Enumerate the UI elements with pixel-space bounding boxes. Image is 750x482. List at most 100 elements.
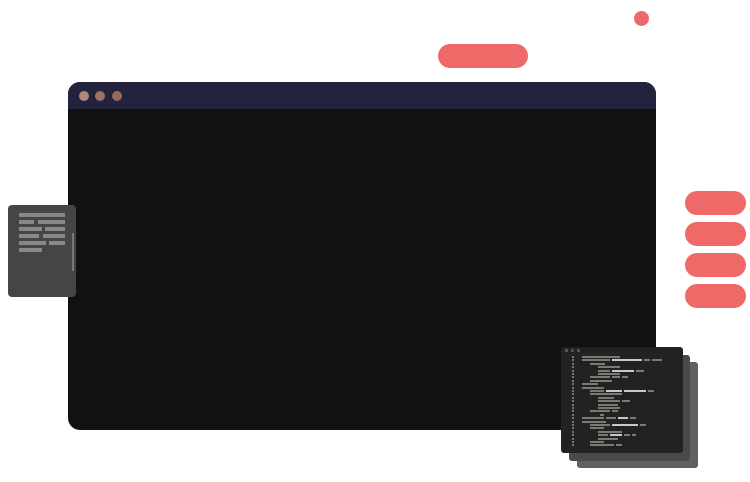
- code-line: [590, 441, 604, 443]
- code-line: [622, 400, 630, 403]
- line-number: [572, 362, 574, 365]
- line-number: [572, 413, 574, 416]
- code-line: [598, 396, 614, 399]
- line-number: [572, 441, 574, 443]
- code-line: [644, 359, 650, 362]
- line-number: [572, 427, 574, 430]
- line-number: [572, 386, 574, 389]
- line-number: [572, 403, 574, 406]
- code-line: [590, 410, 610, 413]
- line-number: [572, 383, 574, 386]
- line-number: [572, 410, 574, 413]
- code-line: [610, 434, 622, 437]
- line-number: [572, 407, 574, 409]
- browser-window-icon: [68, 82, 656, 430]
- code-line: [598, 437, 618, 440]
- code-editor-icon: [561, 347, 683, 453]
- code-line: [618, 417, 628, 420]
- doc-line: [19, 234, 39, 238]
- code-line: [632, 434, 636, 437]
- line-number: [572, 434, 574, 437]
- line-number: [572, 373, 574, 375]
- code-line: [612, 369, 634, 372]
- window-dot-minimize: [95, 91, 105, 101]
- doc-line: [43, 234, 65, 238]
- code-line: [598, 430, 622, 433]
- decorative-dot: [634, 11, 649, 26]
- code-line: [582, 386, 604, 389]
- decorative-pill-2: [685, 222, 746, 246]
- doc-line: [19, 220, 34, 224]
- code-line: [590, 376, 610, 379]
- decorative-pill-1: [685, 191, 746, 215]
- doc-line: [19, 248, 42, 252]
- line-number: [572, 393, 574, 396]
- window-titlebar: [68, 82, 656, 109]
- code-line: [582, 359, 610, 362]
- doc-line: [19, 241, 46, 245]
- code-line: [590, 390, 604, 392]
- line-number: [572, 430, 574, 433]
- code-line: [598, 403, 618, 406]
- code-line: [590, 424, 610, 426]
- code-line: [652, 359, 662, 362]
- code-line: [582, 383, 598, 386]
- doc-line: [38, 220, 65, 224]
- code-line: [598, 366, 620, 369]
- decorative-pill-3: [685, 253, 746, 277]
- line-number: [572, 359, 574, 362]
- code-line: [606, 417, 616, 420]
- code-line: [600, 413, 604, 416]
- line-number: [572, 379, 574, 382]
- code-line: [612, 359, 642, 362]
- doc-line: [49, 241, 65, 245]
- code-line: [624, 390, 646, 392]
- code-line: [582, 417, 604, 420]
- code-window-dots: [565, 349, 581, 352]
- code-line: [612, 424, 638, 426]
- code-line: [582, 420, 606, 423]
- line-number: [572, 417, 574, 420]
- window-dot-maximize: [112, 91, 122, 101]
- line-number: [572, 356, 574, 358]
- line-number: [572, 437, 574, 440]
- line-number: [572, 424, 574, 426]
- code-line: [624, 434, 630, 437]
- line-number: [572, 369, 574, 372]
- line-number: [572, 390, 574, 392]
- line-number: [572, 420, 574, 423]
- code-line: [622, 376, 628, 379]
- decorative-pill-top: [438, 44, 528, 68]
- document-icon: [8, 205, 76, 297]
- code-line: [612, 376, 620, 379]
- code-line: [590, 393, 622, 396]
- code-line: [590, 427, 604, 430]
- code-line: [590, 444, 614, 447]
- code-line: [598, 369, 610, 372]
- doc-scrollbar[interactable]: [72, 233, 74, 271]
- code-line: [606, 390, 622, 392]
- doc-line: [45, 227, 65, 231]
- line-number: [572, 444, 574, 447]
- line-number: [572, 366, 574, 369]
- code-line: [616, 444, 622, 447]
- code-line: [636, 369, 644, 372]
- decorative-pill-4: [685, 284, 746, 308]
- code-line: [598, 400, 620, 403]
- code-line: [598, 407, 620, 409]
- line-number: [572, 400, 574, 403]
- line-number: [572, 396, 574, 399]
- code-line: [612, 410, 618, 413]
- line-number: [572, 376, 574, 379]
- code-line: [648, 390, 654, 392]
- code-line: [598, 373, 620, 375]
- code-line: [590, 362, 605, 365]
- code-line: [640, 424, 646, 426]
- code-line: [582, 356, 620, 358]
- code-line: [598, 434, 608, 437]
- doc-line: [19, 213, 65, 217]
- window-dot-close: [79, 91, 89, 101]
- code-line: [590, 379, 612, 382]
- doc-line: [19, 227, 42, 231]
- code-line: [630, 417, 636, 420]
